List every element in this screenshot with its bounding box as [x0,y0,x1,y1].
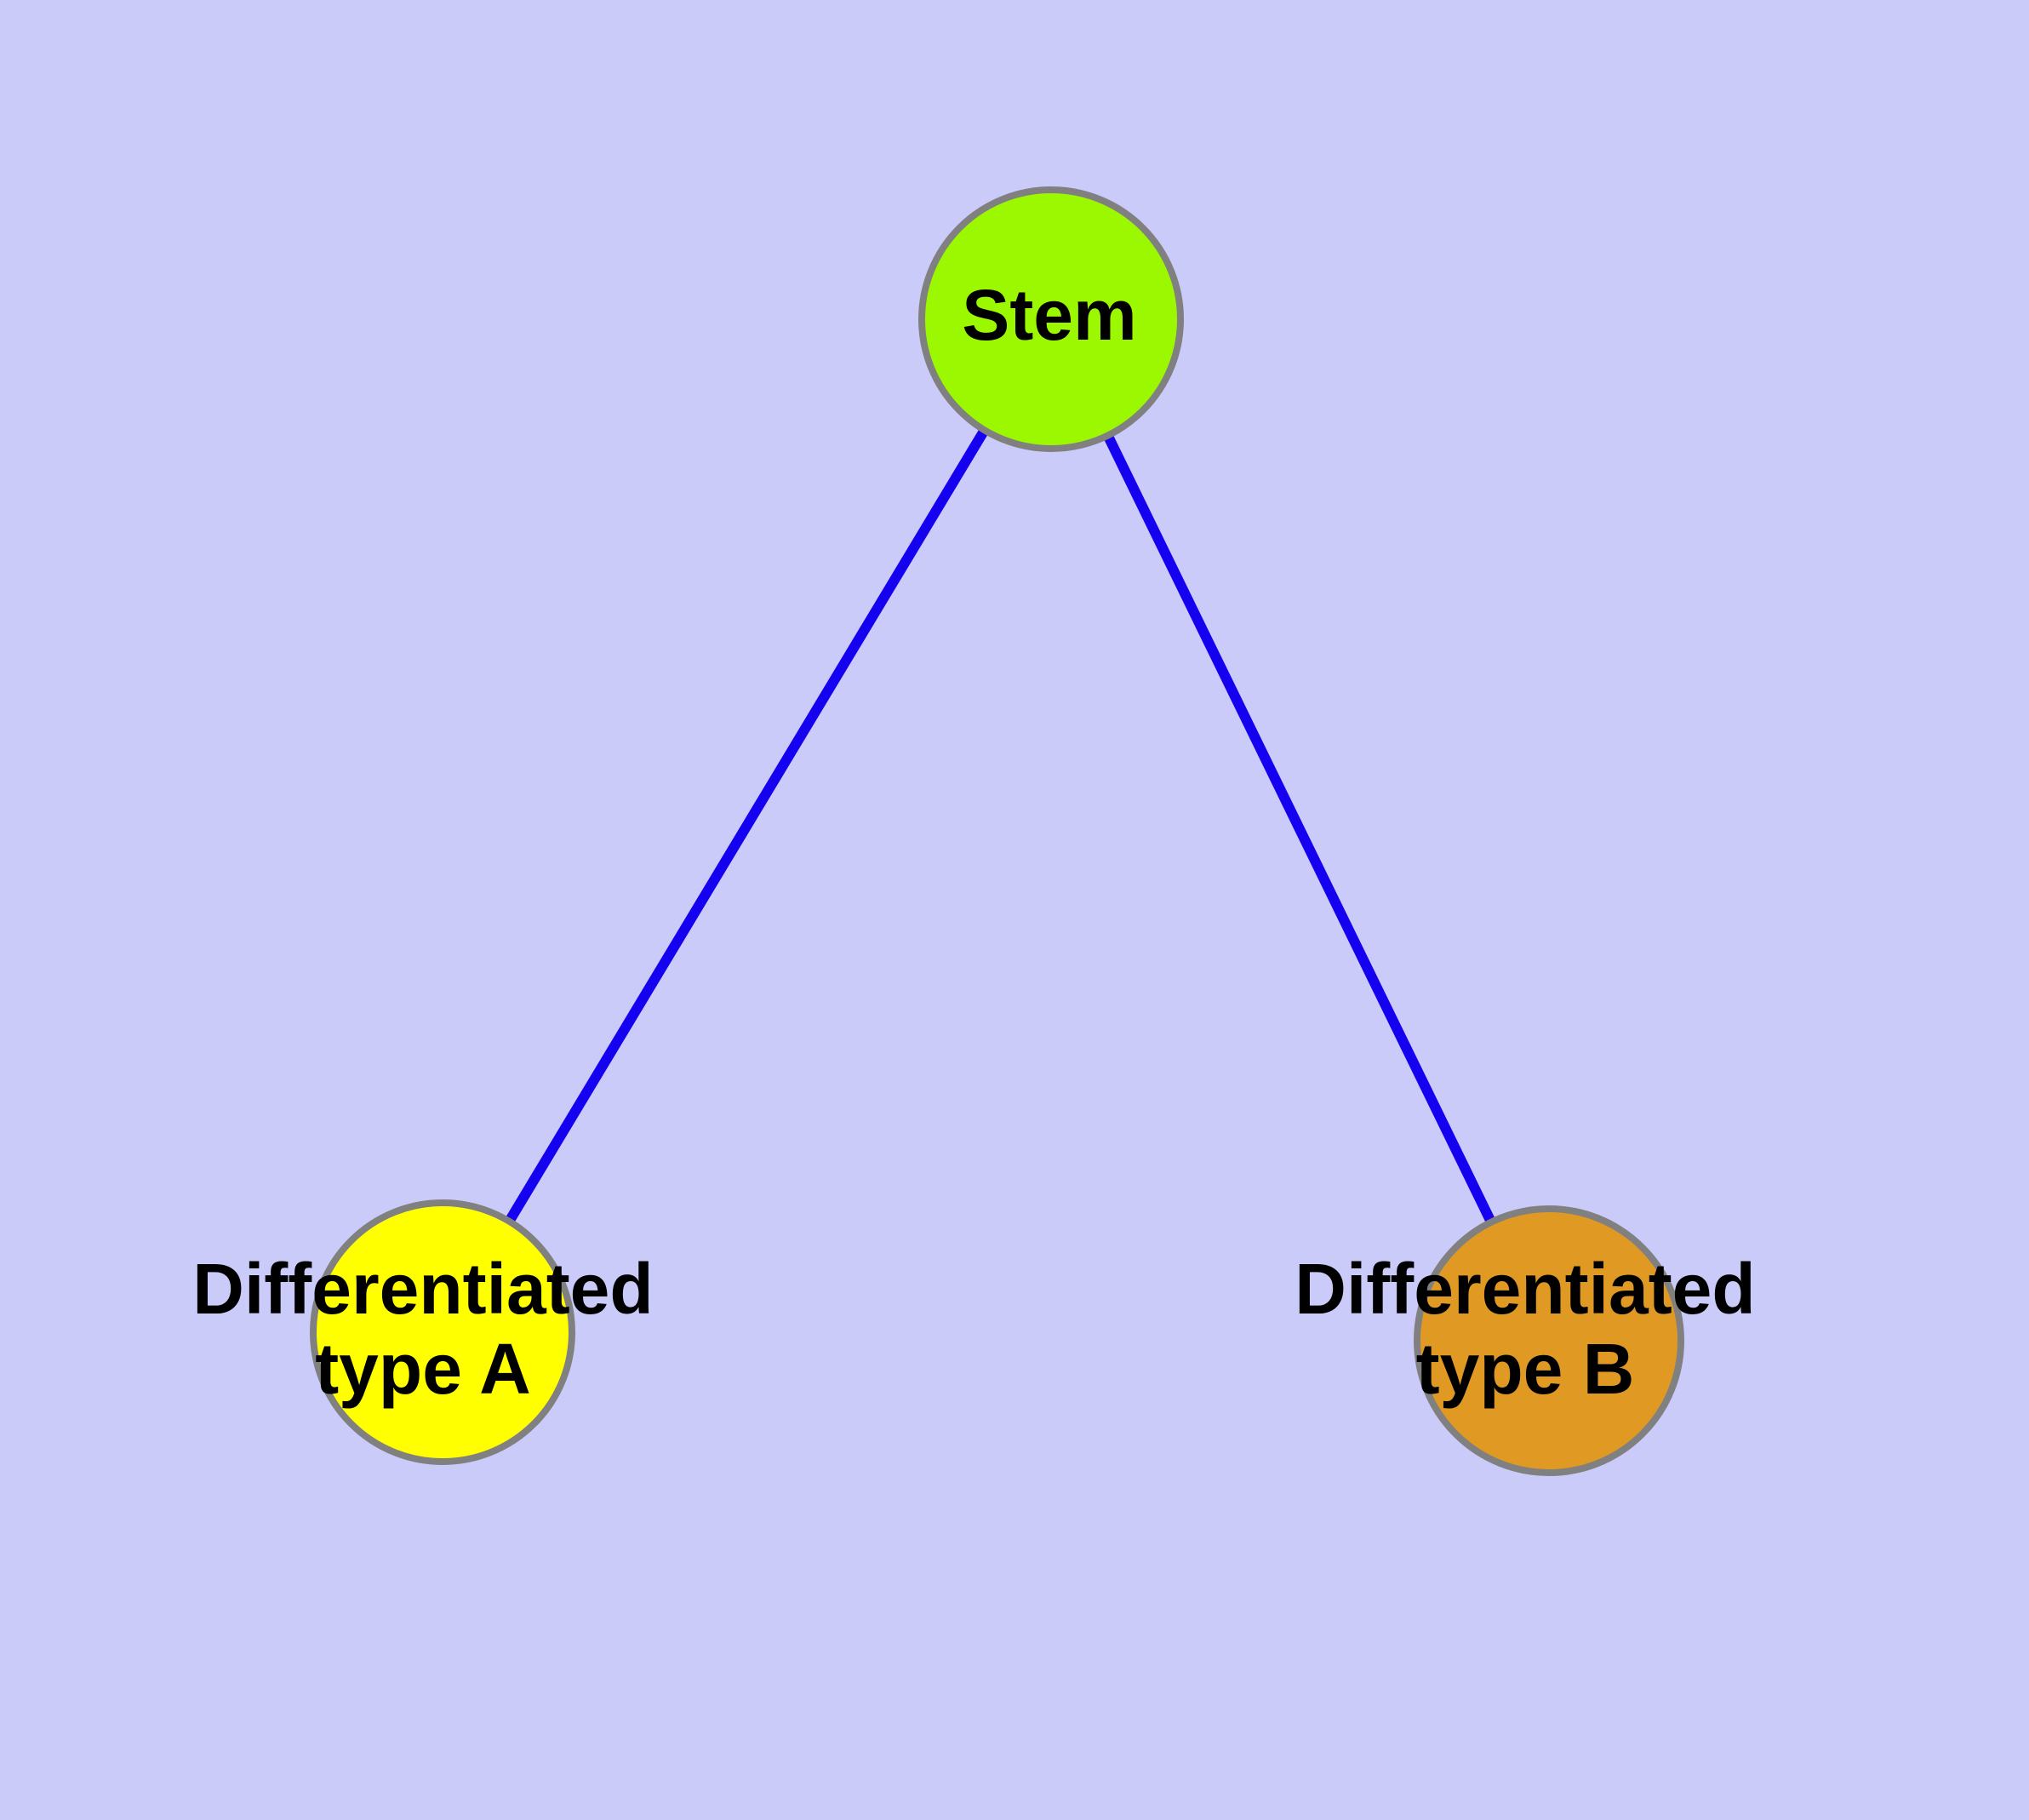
graph-node-label-line: Differentiated [192,1249,653,1329]
graph-node-stem[interactable] [918,186,1184,452]
nodes-layer [310,186,1684,1476]
graph-node-label-line: type B [1416,1329,1635,1409]
graph-node-diff-a[interactable] [310,1199,575,1465]
graph-node-label-stem: Stem [962,275,1136,355]
graph-node-label-line: type A [315,1329,531,1409]
graph-node-diff-b[interactable] [1414,1205,1684,1476]
graph-node-label-line: Stem [962,275,1136,355]
graph-node-label-line: Differentiated [1295,1249,1755,1329]
graph-edge-stem-to-diff-b[interactable] [1046,317,1554,1343]
graph-edge-stem-to-diff-a[interactable] [437,316,1056,1336]
edges-layer [437,316,1554,1343]
